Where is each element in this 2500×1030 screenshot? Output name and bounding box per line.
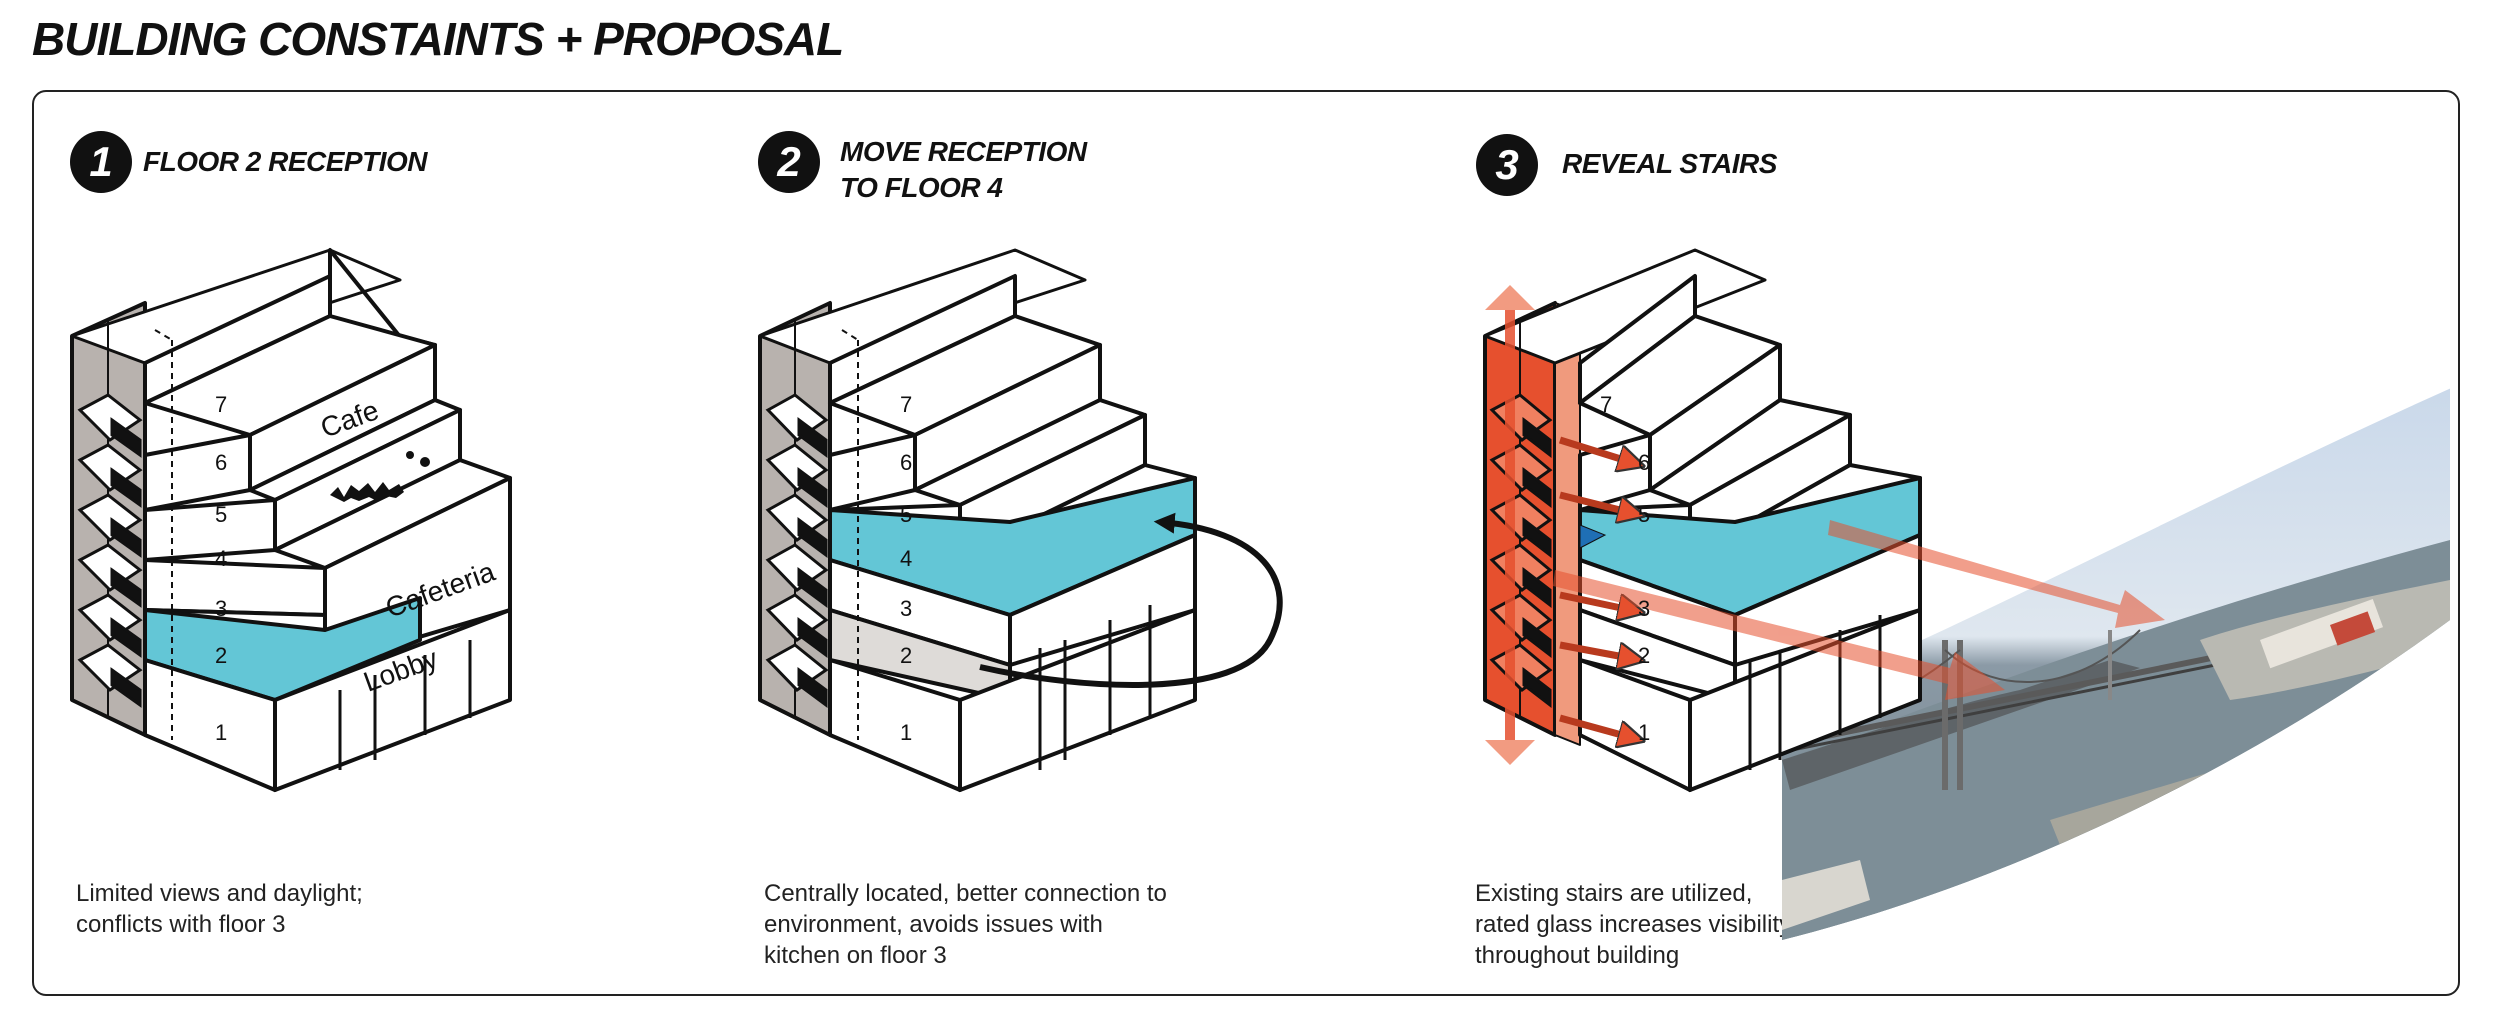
floor-label: 7 <box>900 392 912 417</box>
view-arrows <box>1553 520 2165 700</box>
floor-label: 3 <box>215 596 227 621</box>
floor-label: 2 <box>1638 643 1650 668</box>
page-title: BUILDING CONSTAINTS + PROPOSAL <box>32 13 844 65</box>
vertical-circulation-arrow <box>1485 285 1535 765</box>
floor-label: 5 <box>215 502 227 527</box>
scribble-mark <box>330 451 430 502</box>
floor-label: 7 <box>1600 392 1612 417</box>
floor-label: 3 <box>900 596 912 621</box>
floor-label: 4 <box>900 546 912 571</box>
floor-view-arrows <box>1558 436 1640 740</box>
floor-label: 4 <box>215 546 227 571</box>
step-number-2: 2 <box>758 131 820 193</box>
step-caption-2: Centrally located, better connection to … <box>764 880 1167 969</box>
diagram-frame <box>32 90 2460 996</box>
floor-label: 2 <box>215 643 227 668</box>
step-heading-2: MOVE RECEPTION TO FLOOR 4 <box>840 136 1087 203</box>
floor-label: 1 <box>900 720 912 745</box>
building-1 <box>70 248 512 792</box>
floor-label: 1 <box>215 720 227 745</box>
move-arrow <box>979 512 1283 688</box>
floor-label: 5 <box>900 502 912 527</box>
floor-label: 6 <box>1638 450 1650 475</box>
step-heading-3: REVEAL STAIRS <box>1562 148 1777 179</box>
floor-label: 6 <box>215 450 227 475</box>
floor-label: 3 <box>1638 596 1650 621</box>
floor-label: 1 <box>1638 720 1650 745</box>
step-caption-3: Existing stairs are utilized, rated glas… <box>1475 880 1792 969</box>
step-number-1: 1 <box>70 131 132 193</box>
stairs-1 <box>77 393 143 708</box>
step-caption-1: Limited views and daylight; conflicts wi… <box>76 880 363 938</box>
floor-label: 6 <box>900 450 912 475</box>
step-number-3: 3 <box>1476 134 1538 196</box>
stairs-2 <box>765 393 829 708</box>
step-heading-1: FLOOR 2 RECEPTION <box>143 146 427 177</box>
floor-label: 5 <box>1638 502 1650 527</box>
building-2 <box>758 248 1197 792</box>
floor-label: 7 <box>215 392 227 417</box>
floor-label: 2 <box>900 643 912 668</box>
glass-detail <box>1579 524 1607 549</box>
